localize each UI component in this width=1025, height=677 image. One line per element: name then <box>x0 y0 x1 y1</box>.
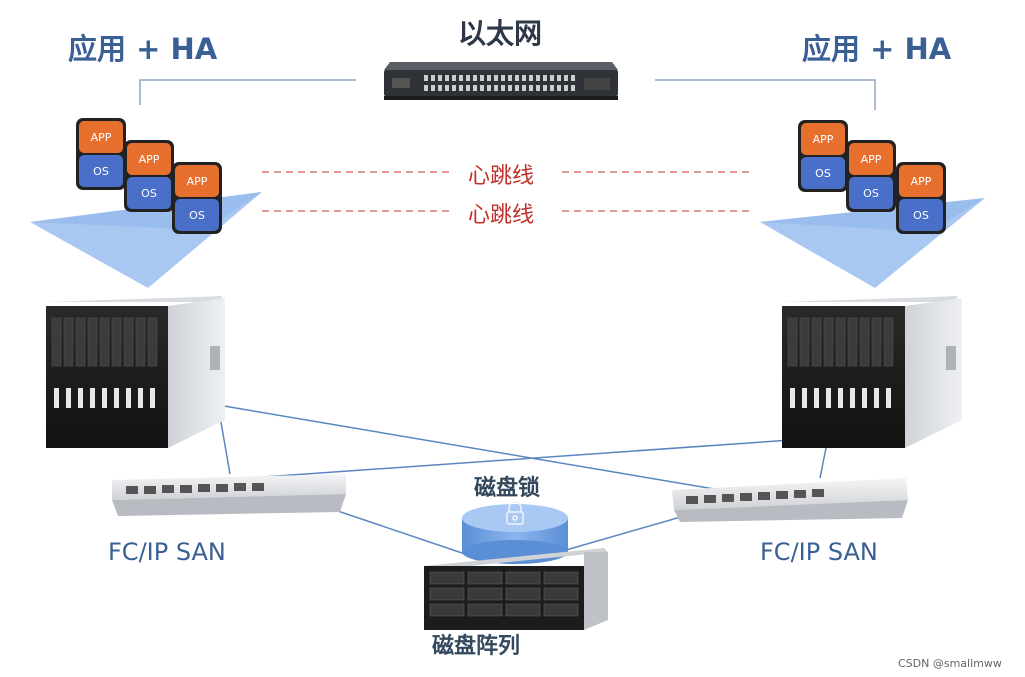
right-server <box>782 296 962 448</box>
right-app-ha-label: 应用 + HA <box>802 32 952 66</box>
left-server-to-right-san-line <box>217 404 721 491</box>
right-san-switch <box>672 478 908 522</box>
left-stack-3-os-label: OS <box>189 209 205 222</box>
heartbeat-label-1: 心跳线 <box>468 164 535 189</box>
lock-icon <box>506 501 524 525</box>
connection-lines <box>139 79 876 556</box>
right-app-stack-3 <box>896 162 946 234</box>
left-app-stack-2 <box>124 140 174 212</box>
right-stack-3-os-label: OS <box>913 209 929 222</box>
right-stack-2-os-label: OS <box>863 187 879 200</box>
disk-lock-label: 磁盘锁 <box>474 476 541 501</box>
left-stack-3-app-label: APP <box>187 175 208 188</box>
right-stack-2-app-label: APP <box>861 153 882 166</box>
heartbeat-label-2: 心跳线 <box>468 203 535 228</box>
left-app-to-ethernet-line <box>139 79 356 105</box>
heartbeat-lines <box>262 171 752 212</box>
left-san-label: FC/IP SAN <box>108 538 226 566</box>
ethernet-label: 以太网 <box>458 17 543 50</box>
right-app-stack-1 <box>798 120 848 192</box>
left-stack-2-os-label: OS <box>141 187 157 200</box>
right-stack-1-os-label: OS <box>815 167 831 180</box>
left-stack-2-app-label: APP <box>139 153 160 166</box>
left-stack-1-app-label: APP <box>91 131 112 144</box>
right-server-to-left-san-line <box>247 437 821 479</box>
right-stack-3-app-label: APP <box>911 175 932 188</box>
ethernet-switch <box>384 62 618 100</box>
left-san-to-disk-line <box>319 504 469 556</box>
left-san-switch <box>112 474 346 516</box>
left-app-ha-label: 应用 + HA <box>68 32 218 66</box>
right-app-to-ethernet-line <box>655 79 876 110</box>
right-san-label: FC/IP SAN <box>760 538 878 566</box>
disk-array <box>424 548 608 630</box>
disk-array-label: 磁盘阵列 <box>432 634 521 659</box>
right-stack-1-app-label: APP <box>813 133 834 146</box>
left-app-stack-1 <box>76 118 126 190</box>
left-app-stack-3 <box>172 162 222 234</box>
right-app-stack-2 <box>846 140 896 212</box>
left-server <box>46 296 225 448</box>
watermark: CSDN @smallmww <box>898 657 1002 670</box>
left-stack-1-os-label: OS <box>93 165 109 178</box>
